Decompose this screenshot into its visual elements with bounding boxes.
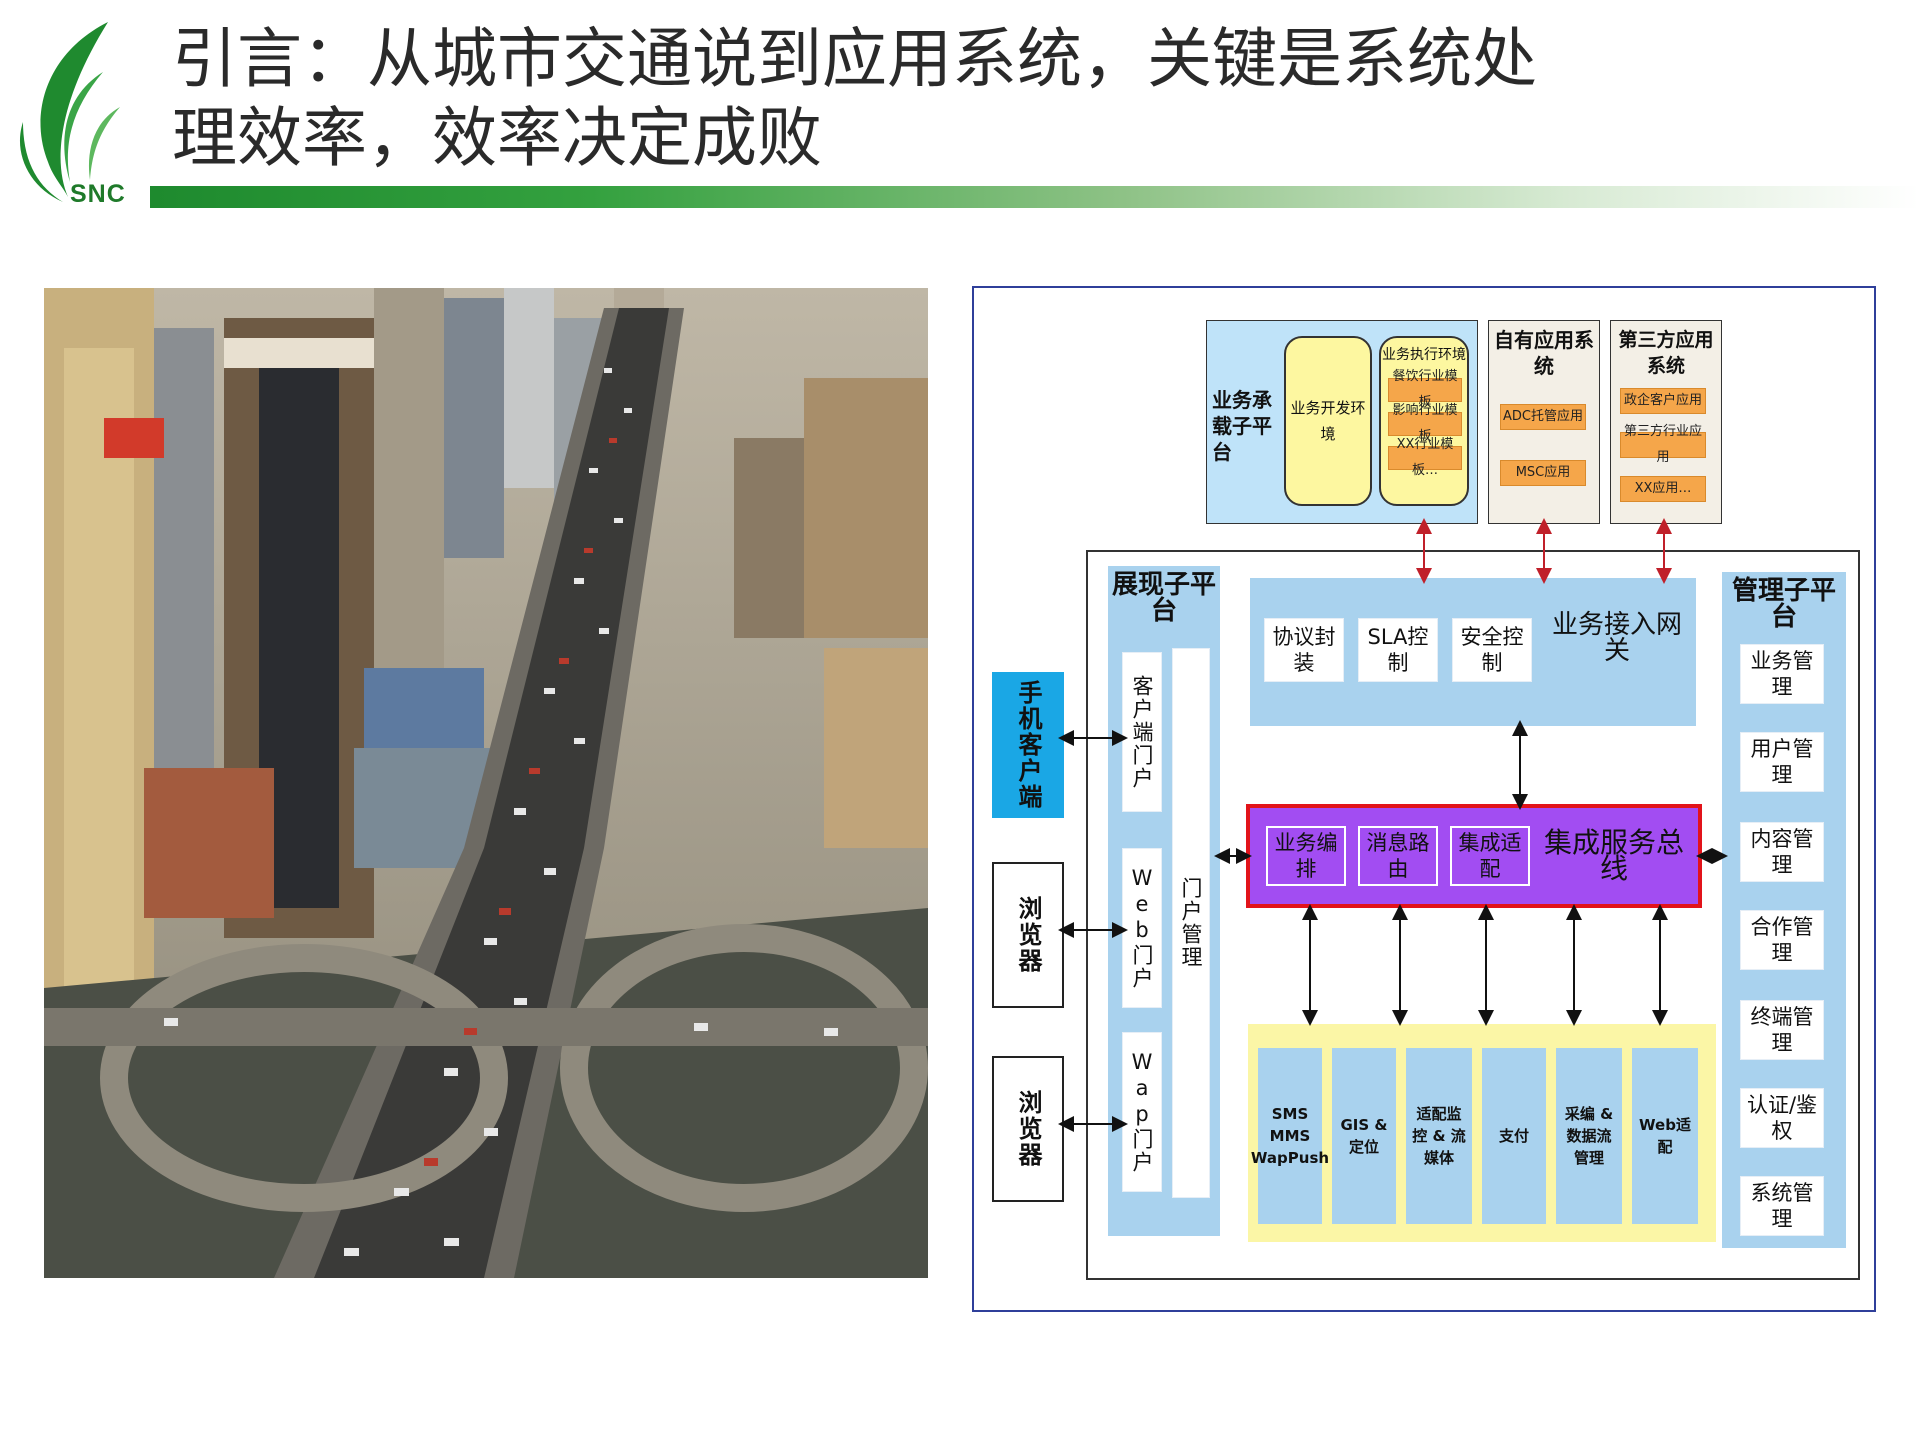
bus-item: 集成适配	[1450, 826, 1530, 886]
exec-env-item: XX行业模板…	[1388, 437, 1462, 478]
bus-title: 集成服务总线	[1543, 826, 1684, 885]
own-apps-item: ADC托管应用	[1500, 404, 1586, 430]
dev-env-box: 业务开发环境	[1284, 336, 1372, 506]
exec-env-title: 业务执行环境	[1382, 347, 1466, 363]
gateway-item: SLA控制	[1358, 618, 1438, 682]
capability-item: 采编 & 数据流管理	[1556, 1048, 1622, 1224]
present-platform-title: 展现子平台	[1111, 570, 1216, 626]
capability-item: GIS & 定位	[1332, 1048, 1396, 1224]
bus-item: 消息路由	[1358, 826, 1438, 886]
mgmt-item: 合作管理	[1740, 910, 1824, 970]
third-apps-item: 第三方行业应用	[1620, 424, 1706, 465]
mgmt-item: 认证/鉴权	[1740, 1088, 1824, 1148]
mgmt-item: 终端管理	[1740, 1000, 1824, 1060]
gateway-title: 业务接入网关	[1551, 610, 1682, 666]
mgmt-item: 用户管理	[1740, 732, 1824, 792]
own-apps-item: MSC应用	[1500, 460, 1586, 486]
logo-text: SNC	[70, 180, 126, 208]
portal-client: 客户端门户	[1122, 652, 1162, 812]
portal-wap: Wap门户	[1122, 1032, 1162, 1192]
bus-item: 业务编排	[1266, 826, 1346, 886]
third-apps-title: 第三方应用系统	[1618, 329, 1714, 377]
architecture-diagram: 业务承载子平台 业务开发环境 业务执行环境 餐饮行业模板 影响行业模板 XX行业…	[972, 286, 1876, 1312]
snc-logo-icon	[19, 22, 120, 202]
mgmt-item: 业务管理	[1740, 644, 1824, 704]
title-underline-bar	[150, 186, 1919, 208]
client-mobile: 手机客户端	[992, 672, 1064, 818]
traffic-photo	[44, 288, 928, 1278]
third-apps-item: 政企客户应用	[1620, 388, 1706, 414]
capability-item: SMS MMS WapPush	[1251, 1048, 1329, 1224]
portal-mgmt: 门户管理	[1172, 648, 1210, 1198]
capability-item: 适配监控 & 流媒体	[1406, 1048, 1472, 1224]
carrier-platform-label: 业务承载子平台	[1212, 388, 1272, 464]
exec-env-item: 餐饮行业模板	[1388, 369, 1462, 410]
client-browser-1: 浏览器	[992, 862, 1064, 1008]
mgmt-item: 内容管理	[1740, 822, 1824, 882]
portal-web: Web门户	[1122, 848, 1162, 1008]
capability-item: Web适配	[1632, 1048, 1698, 1224]
gateway-item: 安全控制	[1452, 618, 1532, 682]
mgmt-platform-title: 管理子平台	[1731, 576, 1836, 632]
gateway-item: 协议封装	[1264, 618, 1344, 682]
third-apps-item: XX应用…	[1620, 476, 1706, 502]
own-apps-title: 自有应用系统	[1494, 328, 1594, 378]
client-browser-2: 浏览器	[992, 1056, 1064, 1202]
page-title: 引言：从城市交通说到应用系统，关键是系统处理效率，效率决定成败	[172, 22, 1538, 176]
mgmt-item: 系统管理	[1740, 1176, 1824, 1236]
capability-item: 支付	[1482, 1048, 1546, 1224]
